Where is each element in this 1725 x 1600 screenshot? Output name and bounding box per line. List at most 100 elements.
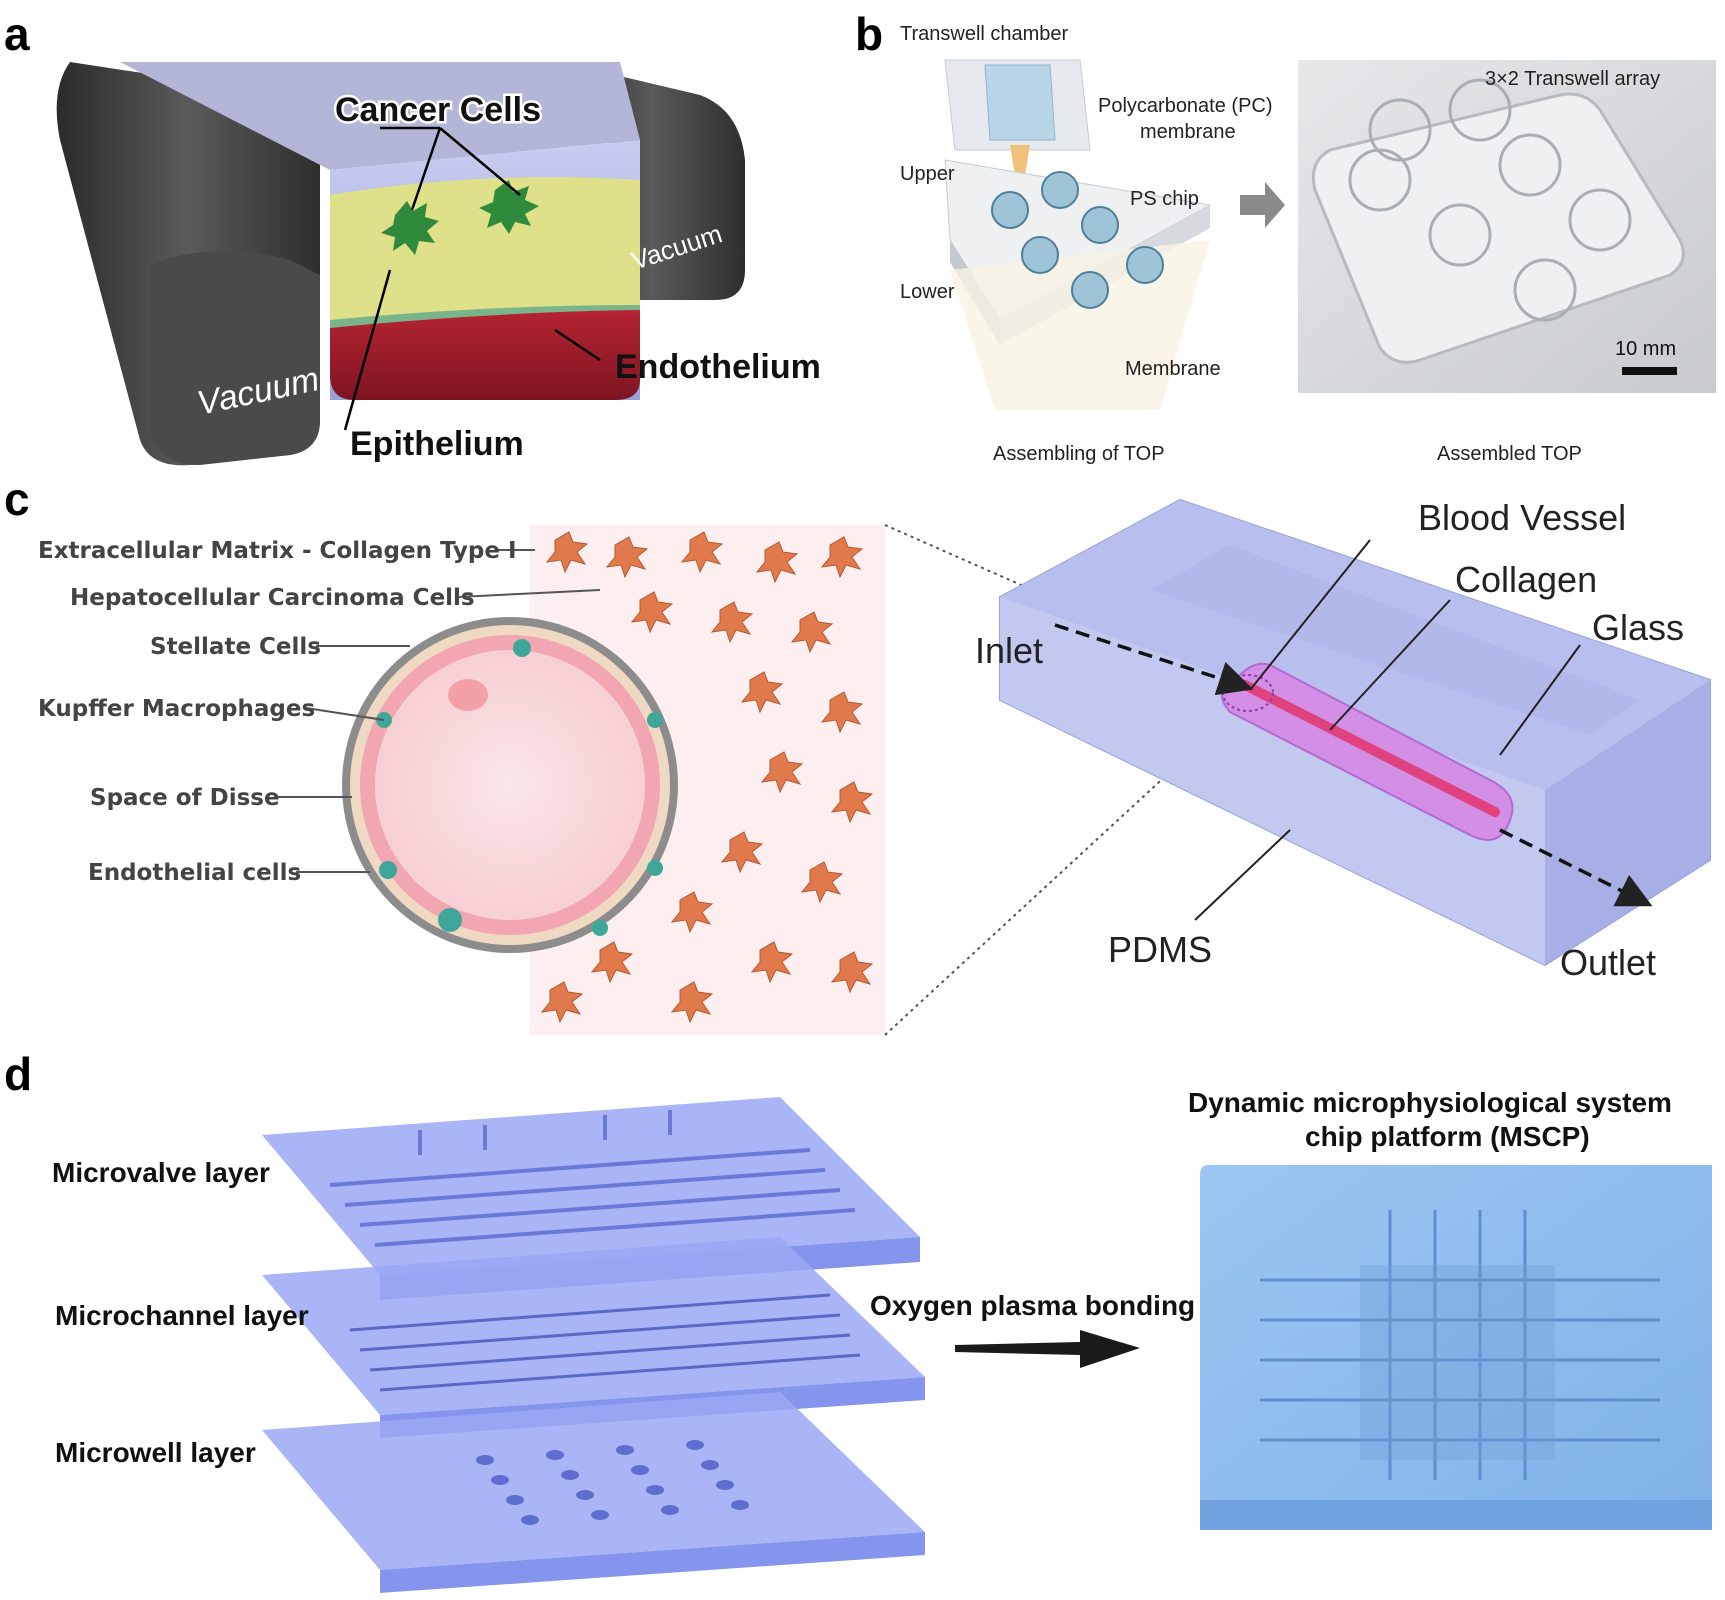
leader-glass	[1499, 644, 1581, 756]
leader-pdms	[1194, 829, 1291, 921]
hcc-cells	[540, 531, 874, 1024]
chip-well-5	[1071, 271, 1109, 309]
kupffer-cell	[379, 861, 397, 879]
microwell	[561, 1470, 579, 1480]
vacuum-chamber-right	[560, 62, 745, 300]
chip-wells	[991, 171, 1164, 309]
label-ecm: Extracellular Matrix - Collagen Type I	[38, 538, 517, 564]
assembly-arrow	[1010, 145, 1030, 175]
microwell	[646, 1485, 664, 1495]
endothelium-tissue	[330, 310, 640, 400]
hcc-cell	[680, 531, 724, 574]
glass-layer	[1150, 545, 1640, 735]
label-microwell: Microwell layer	[55, 1437, 256, 1468]
hcc-cell	[670, 981, 714, 1024]
valve-line	[344, 1168, 826, 1207]
array-well-7	[1513, 258, 1577, 322]
microwell	[631, 1465, 649, 1475]
outlet-flow-arrow	[1499, 828, 1653, 907]
label-mscp-line2: chip platform (MSCP)	[1305, 1121, 1590, 1152]
chip-well-1	[991, 191, 1029, 229]
zoom-line-bottom	[884, 699, 1249, 1036]
microwell-plate-edge	[380, 1532, 925, 1593]
hcc-cell	[800, 861, 844, 904]
microchannel-plate	[262, 1237, 925, 1415]
hcc-cell	[540, 981, 584, 1024]
label-endothelial: Endothelial cells	[88, 860, 301, 886]
leader-endothelium	[554, 328, 601, 362]
microwell	[731, 1500, 749, 1510]
panel-d-label: d	[4, 1048, 32, 1100]
label-inlet: Inlet	[975, 630, 1043, 671]
array-well-6	[1568, 188, 1632, 252]
caption-assembling: Assembling of TOP	[993, 443, 1165, 465]
membrane-layer	[330, 305, 640, 328]
microwell	[546, 1450, 564, 1460]
hcc-cell	[590, 941, 634, 984]
mscp-chip-edge	[1200, 1500, 1712, 1530]
hcc-cell	[545, 531, 589, 574]
channel-line	[349, 1293, 831, 1332]
caption-assembled: Assembled TOP	[1437, 443, 1582, 465]
assembly-right-arrow	[1240, 182, 1285, 228]
membrane-plate	[950, 240, 1210, 410]
microchannel-lines	[349, 1293, 861, 1392]
mscp-well-array	[1360, 1265, 1555, 1460]
microwells	[476, 1440, 749, 1525]
channel-line	[369, 1333, 851, 1372]
leader-kupffer	[305, 707, 385, 721]
mscp-channels	[1260, 1210, 1660, 1480]
chip-well-3	[1021, 236, 1059, 274]
label-epithelium: Epithelium	[350, 425, 524, 463]
label-array: 3×2 Transwell array	[1485, 68, 1660, 90]
array-well-2	[1448, 78, 1512, 142]
label-pdms: PDMS	[1108, 929, 1212, 970]
label-ps-chip: PS chip	[1130, 188, 1199, 210]
chip-well-2	[1041, 171, 1079, 209]
hcc-cell	[605, 536, 649, 579]
label-microchannel: Microchannel layer	[55, 1300, 309, 1331]
microwell	[616, 1445, 634, 1455]
leader-cancer-1	[410, 127, 442, 211]
panel-b-label: b	[855, 8, 883, 60]
label-membrane: Membrane	[1125, 358, 1221, 380]
label-hcc: Hepatocellular Carcinoma Cells	[70, 585, 475, 611]
leader-cancer-2	[439, 127, 521, 196]
label-blood-vessel: Blood Vessel	[1418, 497, 1626, 538]
microwell	[661, 1505, 679, 1515]
hcc-cell	[790, 611, 834, 654]
label-stellate: Stellate Cells	[150, 634, 321, 660]
transwell-insert	[984, 64, 1056, 141]
label-scale-bar: 10 mm	[1615, 338, 1676, 360]
panel-a: a Cancer Cells Endothelium Epithelium Va…	[4, 8, 821, 466]
sinusoid-lumen	[375, 650, 645, 920]
array-wells	[1348, 78, 1632, 322]
microwell	[491, 1475, 509, 1485]
hcc-cell	[720, 831, 764, 874]
vacuum-chamber-left-face	[150, 251, 320, 466]
label-mscp-line1: Dynamic microphysiological system	[1188, 1087, 1672, 1118]
label-transwell-chamber: Transwell chamber	[900, 23, 1069, 45]
label-pc-membrane-1: Polycarbonate (PC)	[1098, 95, 1273, 117]
channel-line	[379, 1353, 861, 1392]
cancer-cell-1	[381, 201, 439, 255]
array-well-3	[1348, 148, 1412, 212]
hcc-cell	[820, 691, 864, 734]
kupffer-cell	[647, 860, 663, 876]
hcc-cell	[740, 671, 784, 714]
hcc-cell	[630, 591, 674, 634]
microwell	[686, 1440, 704, 1450]
microwell	[701, 1460, 719, 1470]
kupffer-cell	[438, 908, 462, 932]
panel-b: b Transwell chamber Polycarbonate (PC) m…	[855, 8, 1716, 465]
channel-line	[359, 1313, 841, 1352]
inlet-flow-arrow	[1054, 623, 1254, 696]
scale-bar	[1622, 367, 1677, 375]
kupffer-cell	[592, 920, 608, 936]
leader-blood-vessel	[1249, 539, 1371, 691]
label-bonding: Oxygen plasma bonding	[870, 1290, 1195, 1321]
hcc-cell	[830, 781, 874, 824]
panel-c-leaders	[276, 549, 601, 873]
microwell	[521, 1515, 539, 1525]
